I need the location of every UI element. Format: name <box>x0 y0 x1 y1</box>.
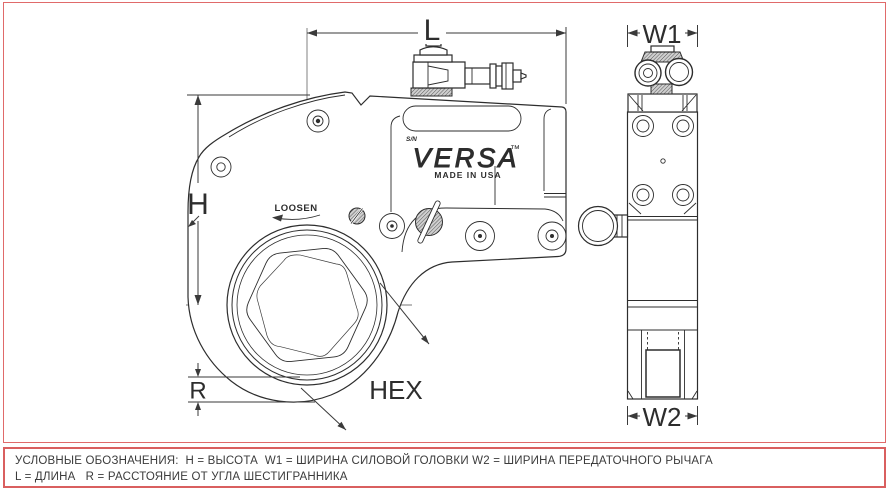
side-bolt-row2 <box>628 184 697 215</box>
hydraulic-swivel-fitting <box>410 40 527 97</box>
center-pin-dot <box>660 158 666 164</box>
dim-label-W2: W2 <box>643 402 682 432</box>
hex-bore-outer-ring <box>226 224 388 386</box>
hydraulic-port-left <box>634 59 662 87</box>
legend-line-1: УСЛОВНЫЕ ОБОЗНАЧЕНИЯ: H = ВЫСОТА W1 = ШИ… <box>15 455 713 467</box>
loosen-marking: LOOSEN <box>272 203 321 222</box>
dimension-height-H: H <box>187 94 310 305</box>
brand-name: VERSA <box>413 143 520 173</box>
dim-label-H: H <box>187 188 209 221</box>
dimension-hex-size: HEX <box>300 282 430 431</box>
retainer-knob <box>415 200 443 244</box>
dimension-W2: W2 <box>627 402 698 432</box>
hex-drive-opening <box>226 224 388 386</box>
head-bolt-left <box>210 156 232 178</box>
arm-seam-line <box>401 207 564 253</box>
serial-label: S/N <box>406 136 417 143</box>
trademark-symbol: ™ <box>510 144 520 155</box>
side-body-outline <box>626 111 699 400</box>
loosen-label: LOOSEN <box>274 203 317 214</box>
side-bolt-row1 <box>632 115 694 137</box>
arm-bolt-1 <box>379 213 405 239</box>
dimension-radius-R: R <box>188 363 315 416</box>
arm-bolt-3 <box>537 221 567 251</box>
dim-label-L: L <box>424 14 441 47</box>
drive-insert <box>645 349 681 398</box>
fitting-body <box>412 61 466 89</box>
dim-label-R: R <box>189 378 206 405</box>
side-arm-lower <box>627 330 698 400</box>
quick-disconnect-coupler <box>464 62 527 90</box>
front-view: S/N VERSA ™ MADE IN USA LOOSEN <box>186 4 567 431</box>
arm-bolt-2 <box>465 221 495 251</box>
block-left-edge <box>390 115 401 212</box>
lifting-ring <box>577 205 629 247</box>
dim-label-HEX: HEX <box>369 375 422 405</box>
side-view: W1 W2 <box>577 19 699 432</box>
side-mount-plate <box>627 93 698 113</box>
body-seam-lines <box>627 216 698 331</box>
legend-line-2: L = ДЛИНА R = РАССТОЯНИЕ ОТ УГЛА ШЕСТИГР… <box>15 471 348 483</box>
legend-box: УСЛОВНЫЕ ОБОЗНАЧЕНИЯ: H = ВЫСОТА W1 = ШИ… <box>3 447 886 488</box>
made-in-usa-label: MADE IN USA <box>434 170 501 180</box>
head-bolt-top <box>306 109 330 133</box>
hydraulic-port-right <box>664 57 694 87</box>
retainer-pin <box>417 200 441 244</box>
hexagon-socket <box>246 247 368 363</box>
dimension-W1: W1 <box>627 19 698 49</box>
head-chamfer-line <box>228 94 346 138</box>
hex-plug <box>348 207 366 225</box>
fitting-base-flange <box>410 87 453 97</box>
dimension-length-L: L <box>307 4 567 104</box>
dim-label-W1: W1 <box>643 19 682 49</box>
fitting-cap <box>419 46 448 56</box>
rear-plate-lines <box>494 108 566 205</box>
swivel-stem <box>650 83 673 95</box>
hexagon-inner-spline <box>256 254 359 357</box>
serial-slot <box>402 105 522 132</box>
